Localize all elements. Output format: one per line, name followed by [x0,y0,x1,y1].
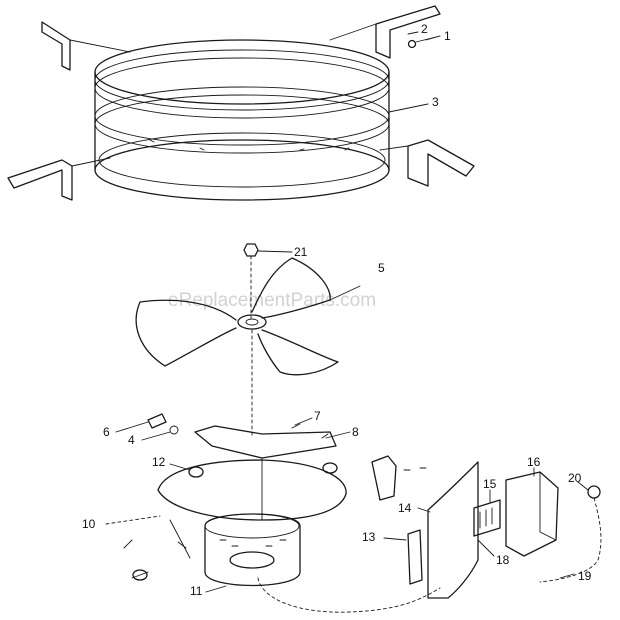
callout-15: 15 [483,477,497,503]
callout-label-15: 15 [483,477,497,491]
callout-8: 8 [325,425,359,439]
callout-label-1: 1 [444,29,451,43]
callout-label-6: 6 [103,425,110,439]
hardware-screws [123,413,338,581]
callout-18: 18 [477,539,510,567]
callout-label-7: 7 [314,409,321,423]
callout-label-14: 14 [398,501,412,515]
callout-label-18: 18 [496,553,510,567]
callout-label-5: 5 [378,261,385,275]
bracket-bottom-left [7,157,111,201]
callout-label-10: 10 [82,517,96,531]
callout-19: 19 [559,569,592,583]
conduit [539,485,602,583]
callout-2: 2 [407,22,428,36]
callout-7: 7 [294,409,321,426]
callout-label-4: 4 [128,433,135,447]
callout-16: 16 [527,455,541,477]
callout-3: 3 [388,95,439,113]
callout-label-3: 3 [432,95,439,109]
small-bracket-13 [407,529,423,585]
control-box-cover [427,461,479,599]
callout-label-19: 19 [578,569,592,583]
terminal-strip [473,499,501,537]
capacitor-bracket [371,455,427,501]
bracket-bottom-right [379,139,475,187]
watermark: eReplacementParts.com [168,290,376,311]
callout-6: 6 [103,421,149,439]
hub-nut [243,243,259,319]
shroud-ring [94,39,390,201]
callout-4: 4 [128,431,171,447]
callout-label-20: 20 [568,471,582,485]
callout-1: 1 [425,29,451,43]
callout-label-12: 12 [152,455,166,469]
control-box [505,471,559,557]
callout-21: 21 [257,245,308,259]
bracket-top-right [329,5,441,59]
callout-11: 11 [190,584,227,598]
motor-lead-wire [257,577,441,613]
callout-label-21: 21 [294,245,308,259]
bracket-top-left [41,21,131,71]
callout-label-11: 11 [190,584,203,598]
callout-14: 14 [398,501,431,515]
callout-12: 12 [152,455,191,471]
callout-5: 5 [329,261,385,301]
callout-10: 10 [82,515,161,531]
motor [204,513,301,587]
motor-mount-bracket [157,425,347,559]
fan-blade [135,257,339,437]
callout-13: 13 [362,530,407,544]
callout-label-8: 8 [352,425,359,439]
callout-label-13: 13 [362,530,376,544]
callout-label-16: 16 [527,455,541,469]
callout-20: 20 [568,471,589,491]
callout-label-2: 2 [421,22,428,36]
